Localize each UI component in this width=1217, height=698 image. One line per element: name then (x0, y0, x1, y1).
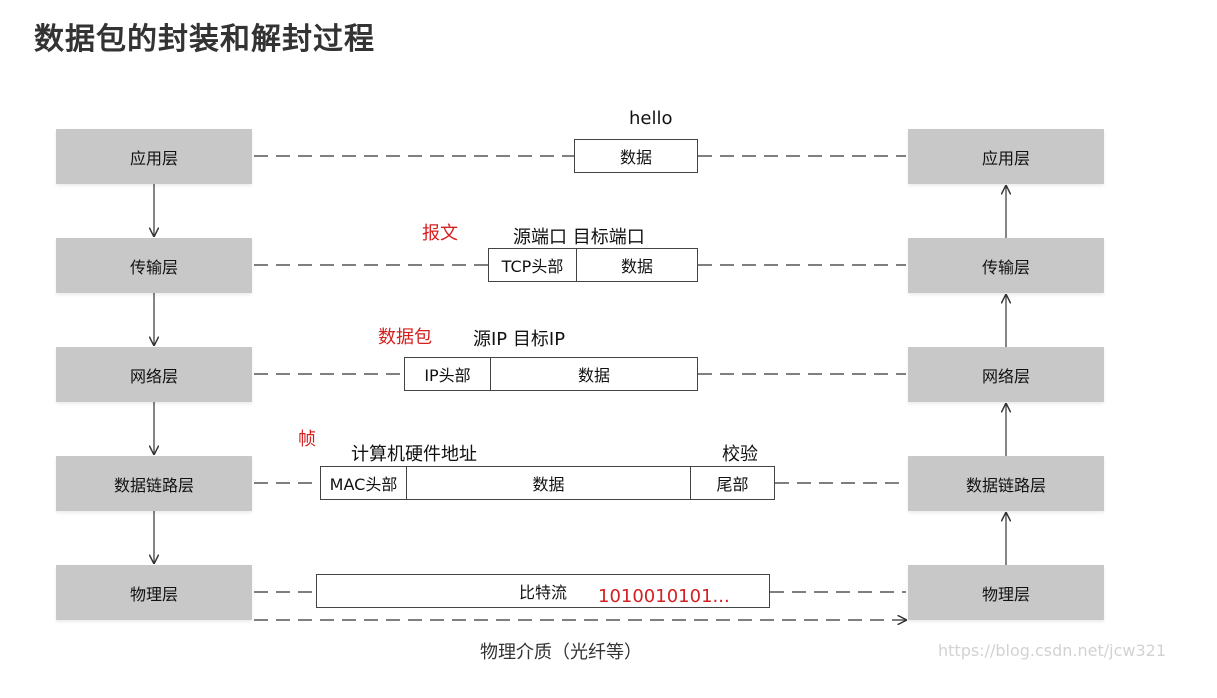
right-datalink-layer: 数据链路层 (908, 456, 1104, 511)
ip-header-segment: IP头部 (424, 366, 471, 385)
left-transport-layer: 传输层 (56, 238, 252, 293)
trailer-segment: 尾部 (690, 467, 774, 499)
checksum-label: 校验 (722, 444, 758, 465)
datalink-data-segment: 数据 (406, 467, 690, 499)
left-datalink-layer: 数据链路层 (56, 456, 252, 511)
app-data-segment: 数据 (619, 148, 652, 167)
left-physical-layer: 物理层 (56, 565, 252, 620)
application-packet: 数据 (574, 139, 698, 173)
right-application-layer: 应用层 (908, 129, 1104, 184)
segment-name-label: 报文 (422, 223, 458, 244)
packet-name-label: 数据包 (378, 327, 432, 348)
transport-data-segment: 数据 (576, 249, 697, 281)
left-application-layer: 应用层 (56, 129, 252, 184)
right-network-layer: 网络层 (908, 347, 1104, 402)
right-physical-layer: 物理层 (908, 565, 1104, 620)
physical-medium-label: 物理介质（光纤等） (480, 642, 642, 663)
transport-packet: TCP头部 数据 (488, 248, 698, 282)
page-title: 数据包的封装和解封过程 (34, 22, 375, 57)
mac-address-label: 计算机硬件地址 (351, 444, 477, 465)
bits-label: 1010010101... (598, 586, 730, 607)
ips-label: 源IP 目标IP (473, 329, 566, 350)
bitstream-segment: 比特流 (518, 583, 567, 602)
physical-bitstream: 比特流 (316, 574, 770, 608)
right-transport-layer: 传输层 (908, 238, 1104, 293)
hello-label: hello (629, 108, 673, 129)
datalink-frame: MAC头部 数据 尾部 (320, 466, 775, 500)
network-data-segment: 数据 (490, 358, 697, 390)
left-network-layer: 网络层 (56, 347, 252, 402)
network-packet: IP头部 数据 (404, 357, 698, 391)
tcp-header-segment: TCP头部 (501, 257, 564, 276)
watermark: https://blog.csdn.net/jcw321 (938, 641, 1167, 660)
frame-name-label: 帧 (298, 429, 316, 450)
ports-label: 源端口 目标端口 (513, 227, 645, 248)
mac-header-segment: MAC头部 (329, 475, 398, 494)
